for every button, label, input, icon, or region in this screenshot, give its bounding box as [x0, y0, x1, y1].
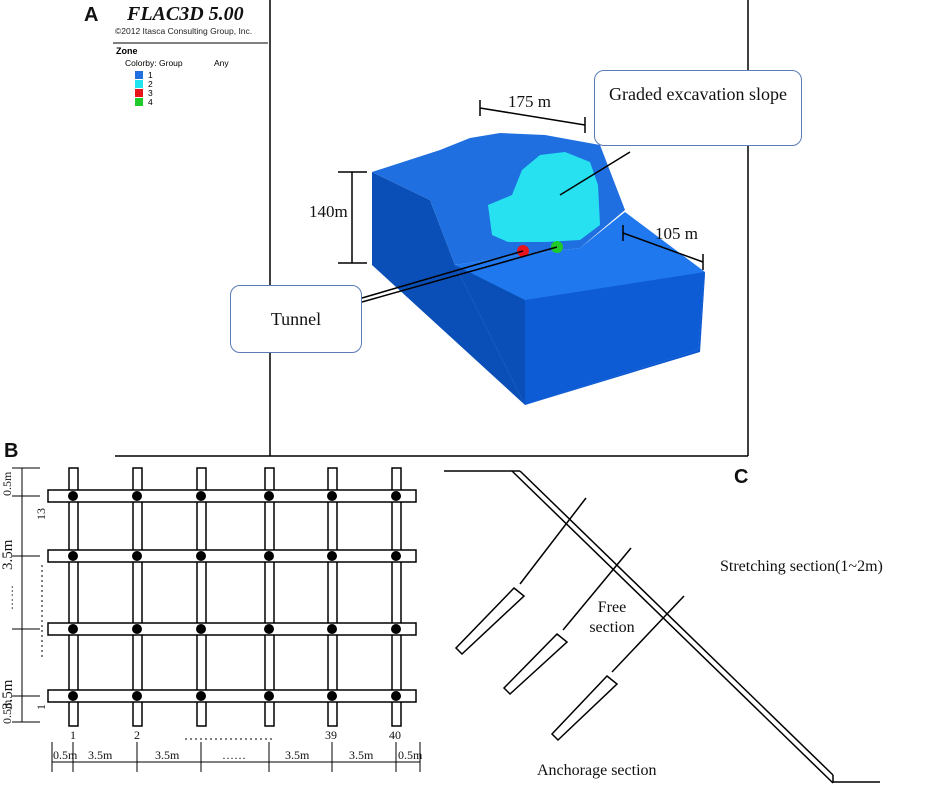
model-left-face — [372, 172, 525, 405]
anchor-nodes — [68, 491, 401, 701]
anchor-grid — [47, 467, 417, 727]
legend-label-2: 2 — [148, 79, 153, 89]
column-spacing-1: 3.5m — [88, 748, 113, 762]
left-dimension-chain — [12, 467, 43, 723]
dimension-depth-label: 105 m — [655, 224, 698, 243]
software-title: FLAC3D 5.00 — [127, 3, 244, 25]
legend-swatch-2 — [135, 80, 143, 88]
tunnel-callout: Tunnel — [230, 285, 362, 353]
legend-colorby-value: Any — [214, 58, 229, 68]
panel-label-b: B — [4, 440, 19, 462]
slope-model — [372, 133, 705, 405]
anchorage-segment-3 — [550, 674, 619, 742]
column-number-1: 1 — [70, 728, 76, 742]
anchorage-section-label: Anchorage section — [537, 762, 657, 779]
legend-colorby-label: Colorby: Group — [125, 58, 183, 68]
tunnel-callout-leader-1 — [361, 250, 524, 299]
column-spacing-edge-left: 0.5m — [53, 748, 78, 762]
stretching-section-label: Stretching section(1~2m) — [720, 558, 883, 575]
anchor-bolts — [454, 497, 685, 742]
free-section-label: Free section — [589, 599, 635, 636]
legend-swatch-4 — [135, 98, 143, 106]
legend-label-4: 4 — [148, 97, 153, 107]
dimension-lines — [338, 100, 704, 270]
column-spacing-2: 3.5m — [155, 748, 180, 762]
bottom-dimension-chain — [51, 738, 421, 772]
legend-label-3: 3 — [148, 88, 153, 98]
anchorage-segment-2 — [502, 632, 569, 696]
anchorage-segment-1 — [454, 586, 526, 656]
excavation-zone — [488, 152, 600, 242]
panel-label-c: C — [734, 466, 749, 488]
dimension-height-label: 140m — [309, 202, 348, 221]
column-number-39: 39 — [325, 728, 337, 742]
column-spacing-4: 3.5m — [349, 748, 374, 762]
legend-swatch-1 — [135, 71, 143, 79]
slope-profile — [444, 470, 880, 784]
legend-title: Zone — [116, 46, 138, 56]
column-spacing-3: 3.5m — [285, 748, 310, 762]
legend-label-1: 1 — [148, 70, 153, 80]
column-number-40: 40 — [389, 728, 401, 742]
column-number-2: 2 — [134, 728, 140, 742]
column-spacing-edge-right: 0.5m — [398, 748, 423, 762]
dimension-width-label: 175 m — [508, 92, 551, 111]
panel-label-a: A — [84, 4, 99, 26]
tunnel-callout-leader-2 — [361, 246, 558, 303]
copyright-text: ©2012 Itasca Consulting Group, Inc. — [115, 26, 253, 36]
slope-callout-leader — [559, 151, 631, 196]
model-front-face — [525, 272, 705, 405]
column-spacing-ellipsis: …… — [222, 748, 246, 762]
slope-callout: Graded excavation slope — [594, 70, 802, 146]
legend-swatch-3 — [135, 89, 143, 97]
